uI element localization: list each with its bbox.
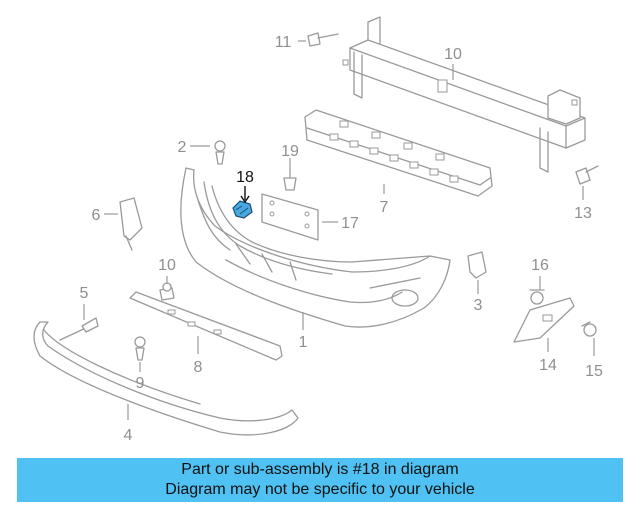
callout-14[interactable]: 14 — [539, 357, 557, 374]
callout-18[interactable]: 18 — [236, 169, 254, 186]
part-8-deflector — [129, 291, 283, 361]
leader-lines — [83, 40, 595, 420]
banner-line-2: Diagram may not be specific to your vehi… — [165, 481, 475, 498]
banner-line-1: Part or sub-assembly is #18 in diagram — [181, 461, 459, 478]
fastener-2-screw — [214, 140, 226, 165]
callout-13[interactable]: 13 — [574, 205, 592, 222]
part-7-energy-absorber — [304, 109, 493, 197]
callout-5[interactable]: 5 — [80, 285, 89, 302]
part-14-side-bracket — [513, 297, 575, 343]
callout-16[interactable]: 16 — [531, 257, 549, 274]
callout-6[interactable]: 6 — [92, 207, 101, 224]
fastener-15-bolt — [581, 321, 597, 337]
fastener-12-bolt — [307, 32, 339, 47]
callout-8[interactable]: 8 — [194, 359, 203, 376]
callout-17[interactable]: 17 — [341, 215, 359, 232]
fastener-19-clip — [283, 169, 297, 191]
fastener-9-screw — [134, 336, 146, 361]
fastener-16-clip — [529, 289, 545, 305]
callout-9[interactable]: 9 — [136, 375, 145, 392]
callout-3[interactable]: 3 — [474, 297, 483, 314]
part-17-license-bracket — [261, 193, 319, 241]
callout-1[interactable]: 1 — [299, 334, 308, 351]
info-banner: Part or sub-assembly is #18 in diagram D… — [17, 458, 623, 502]
fastener-10-clip — [159, 282, 175, 301]
part-6-tow-hook-cover — [119, 197, 143, 251]
callout-15[interactable]: 15 — [585, 363, 603, 380]
fastener-13-bolt — [575, 165, 599, 185]
callout-10[interactable]: 10 — [158, 257, 176, 274]
callout-19[interactable]: 19 — [281, 143, 299, 160]
part-4-lower-spoiler — [33, 321, 299, 436]
part-1-bumper-cover — [180, 167, 451, 328]
callout-11[interactable]: 10 — [444, 46, 462, 63]
part-3-bracket — [467, 251, 487, 279]
callout-2[interactable]: 2 — [178, 139, 187, 156]
parts-diagram: 11 10 2 19 18 7 13 6 17 10 16 5 3 1 8 14… — [33, 16, 603, 444]
part-11-reinforcement-beam — [342, 16, 586, 173]
callout-4[interactable]: 4 — [124, 427, 133, 444]
fastener-5-rivet — [59, 317, 99, 341]
part-18-highlighted[interactable] — [232, 200, 253, 219]
callout-12[interactable]: 11 — [275, 34, 292, 51]
callout-7[interactable]: 7 — [380, 199, 389, 216]
